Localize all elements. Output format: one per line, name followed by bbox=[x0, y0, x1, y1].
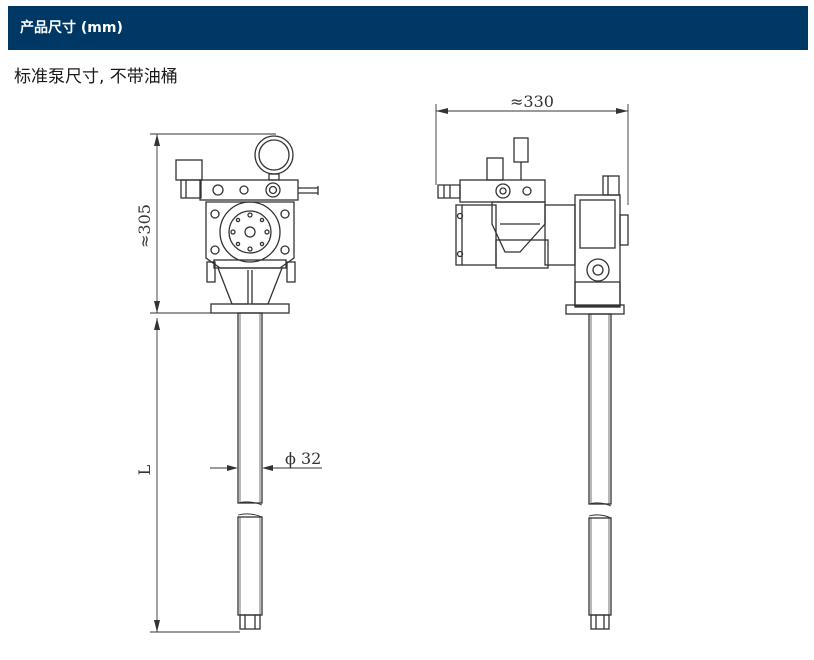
dim-width-label: ≈330 bbox=[510, 92, 554, 111]
pump-side-view bbox=[435, 104, 629, 630]
dim-height-label: ≈305 bbox=[135, 204, 154, 248]
section-title: 产品尺寸 (mm) bbox=[20, 20, 123, 36]
diagram-subtitle: 标准泵尺寸, 不带油桶 bbox=[14, 67, 178, 87]
section-header: 产品尺寸 (mm) bbox=[8, 6, 808, 50]
pump-front-view bbox=[150, 133, 322, 633]
dim-length-label: L bbox=[135, 464, 154, 475]
dim-tube-label: ϕ 32 bbox=[285, 449, 321, 468]
